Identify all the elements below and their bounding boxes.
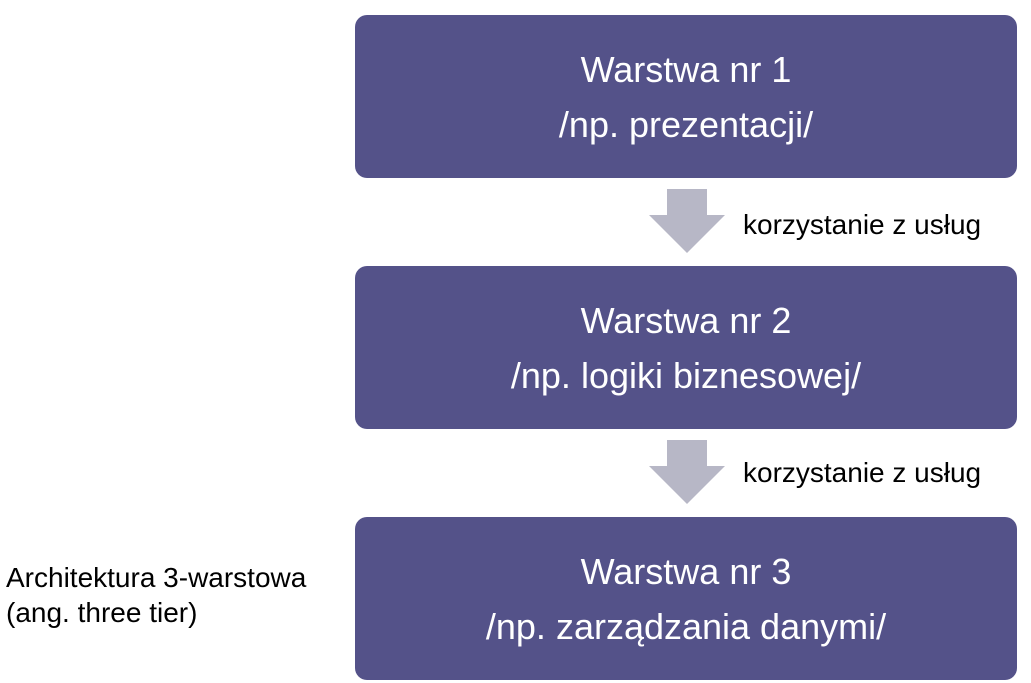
layer-box-1: Warstwa nr 1 /np. prezentacji/ [355, 15, 1017, 178]
architecture-caption: Architektura 3-warstowa (ang. three tier… [6, 560, 306, 630]
caption-line-2: (ang. three tier) [6, 597, 198, 628]
layer-title-2: Warstwa nr 2 [580, 299, 792, 341]
layer-title-3: Warstwa nr 3 [580, 550, 792, 592]
layer-box-3: Warstwa nr 3 /np. zarządzania danymi/ [355, 517, 1017, 680]
layer-subtitle-2: /np. logiki biznesowej/ [510, 354, 862, 396]
arrow-label-2: korzystanie z usług [743, 457, 982, 488]
layer-subtitle-1: /np. prezentacji/ [558, 103, 814, 145]
down-arrow-icon-1 [649, 189, 725, 253]
down-arrow-icon-2 [649, 440, 725, 504]
layer-title-1: Warstwa nr 1 [580, 48, 792, 90]
layer-subtitle-3: /np. zarządzania danymi/ [485, 605, 887, 647]
arrow-label-1: korzystanie z usług [743, 209, 982, 240]
layer-box-2: Warstwa nr 2 /np. logiki biznesowej/ [355, 266, 1017, 429]
caption-line-1: Architektura 3-warstowa [6, 562, 307, 593]
